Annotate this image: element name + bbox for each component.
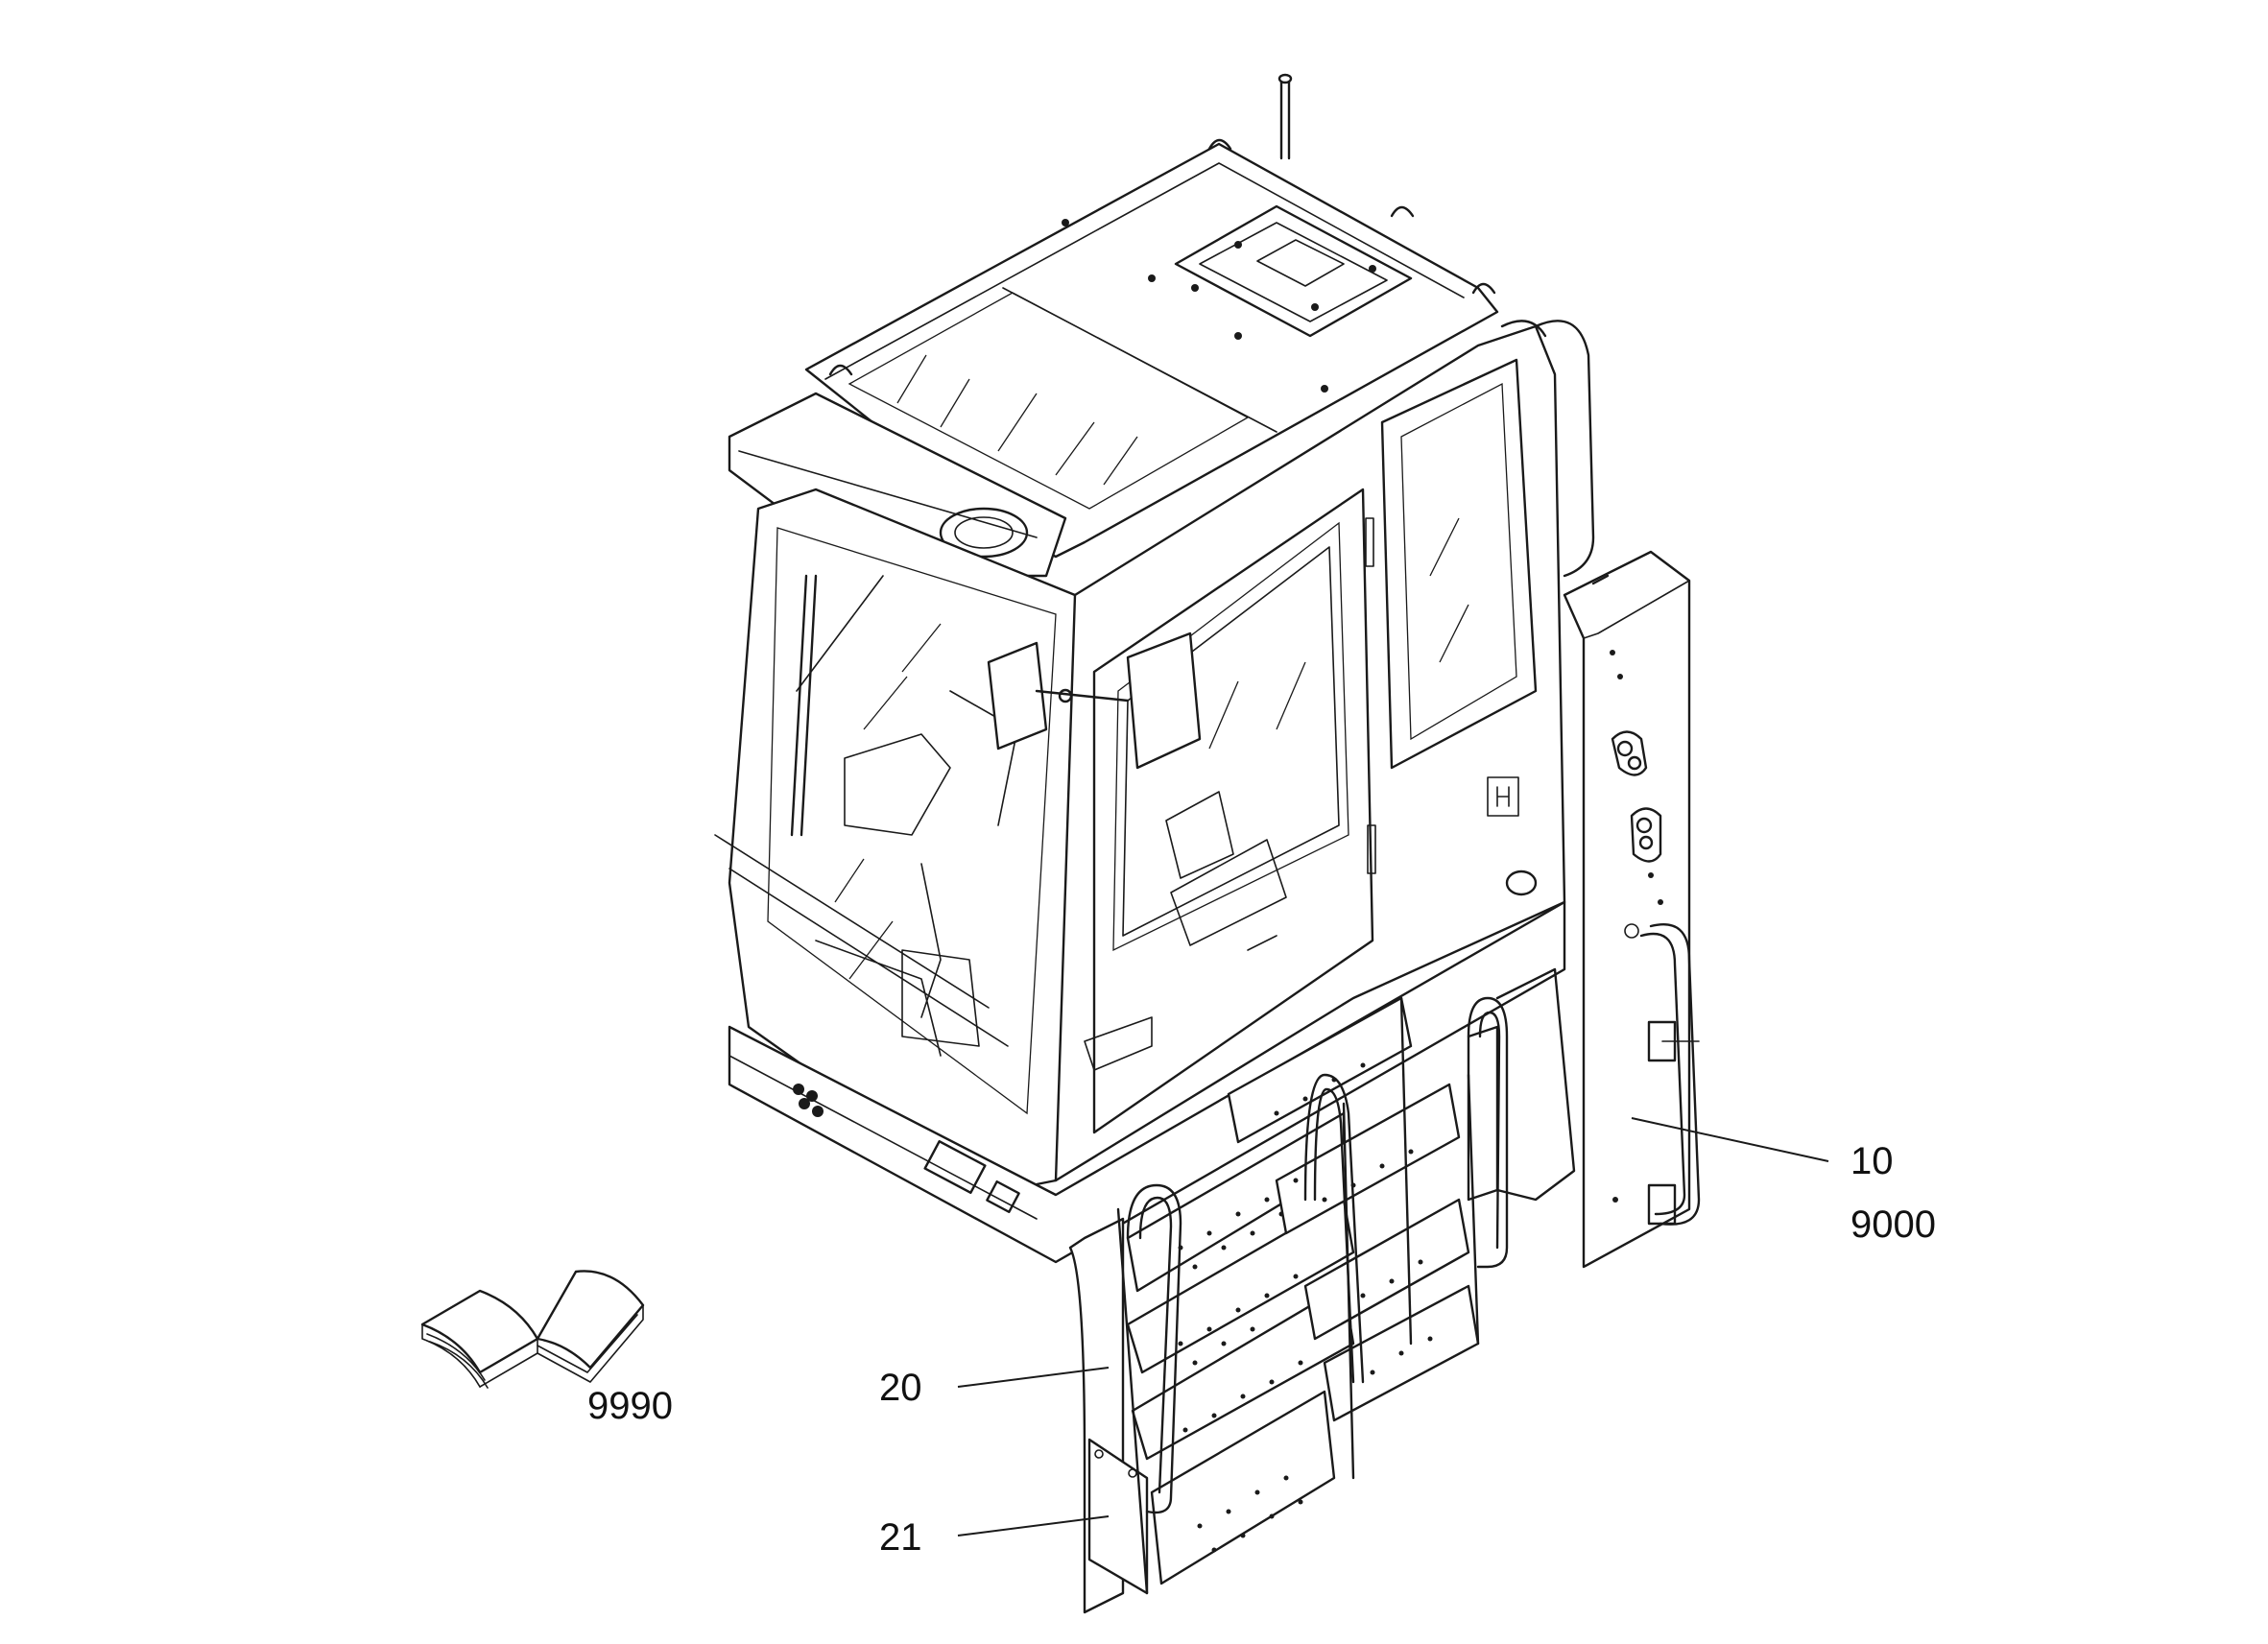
callout-part-9000: 9000 xyxy=(1850,1203,1936,1246)
leader-20 xyxy=(957,1367,1110,1388)
callout-part-21: 21 xyxy=(879,1516,922,1559)
callout-part-9990: 9990 xyxy=(587,1385,673,1427)
operator-cab-illustration xyxy=(714,73,1595,1264)
leader-21 xyxy=(957,1515,1110,1537)
callout-part-20: 20 xyxy=(879,1367,922,1409)
side-panel-illustration xyxy=(1563,550,1701,1269)
callout-part-10: 10 xyxy=(1850,1140,1894,1182)
logo-mark xyxy=(793,1084,824,1117)
step-ladder-illustration xyxy=(1068,967,1576,1614)
leader-lines xyxy=(957,1117,1829,1537)
open-book-icon xyxy=(420,1270,645,1389)
leader-10 xyxy=(1631,1117,1829,1162)
